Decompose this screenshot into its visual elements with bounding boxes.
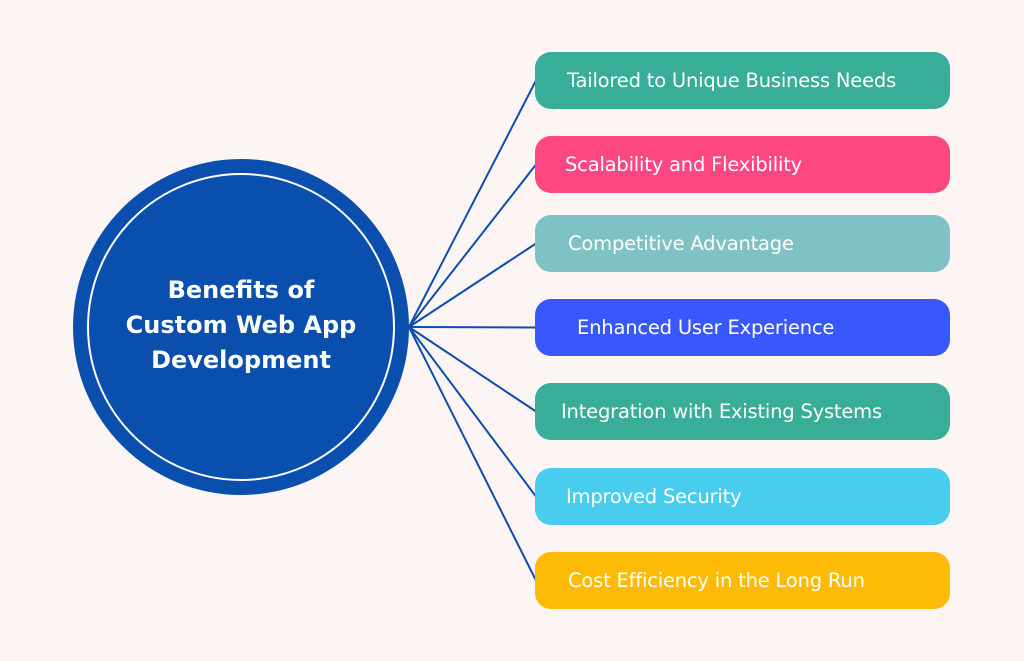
connector-line [408, 326, 537, 413]
connector-line [408, 242, 537, 328]
benefit-label: Cost Efficiency in the Long Run [568, 569, 865, 592]
benefit-label: Integration with Existing Systems [561, 400, 882, 423]
benefit-label: Scalability and Flexibility [565, 153, 802, 176]
benefit-integration: Integration with Existing Systems [535, 383, 950, 440]
benefit-tailored: Tailored to Unique Business Needs [535, 52, 950, 109]
benefit-security: Improved Security [535, 468, 950, 525]
benefit-competitive-advantage: Competitive Advantage [535, 215, 950, 272]
connector-line [408, 326, 537, 581]
connector-line [408, 80, 537, 328]
connector-line [408, 163, 537, 328]
central-hub-circle: Benefits of Custom Web App Development [73, 159, 409, 495]
benefit-label: Tailored to Unique Business Needs [567, 69, 897, 92]
connector-line [408, 326, 537, 329]
connector-line [408, 326, 537, 498]
benefit-label: Competitive Advantage [568, 232, 794, 255]
benefit-scalability: Scalability and Flexibility [535, 136, 950, 193]
benefit-user-experience: Enhanced User Experience [535, 299, 950, 356]
benefit-label: Enhanced User Experience [577, 316, 835, 339]
benefit-label: Improved Security [566, 485, 742, 508]
benefit-cost-efficiency: Cost Efficiency in the Long Run [535, 552, 950, 609]
hub-title: Benefits of Custom Web App Development [125, 275, 357, 374]
hub-inner-ring [87, 173, 395, 481]
